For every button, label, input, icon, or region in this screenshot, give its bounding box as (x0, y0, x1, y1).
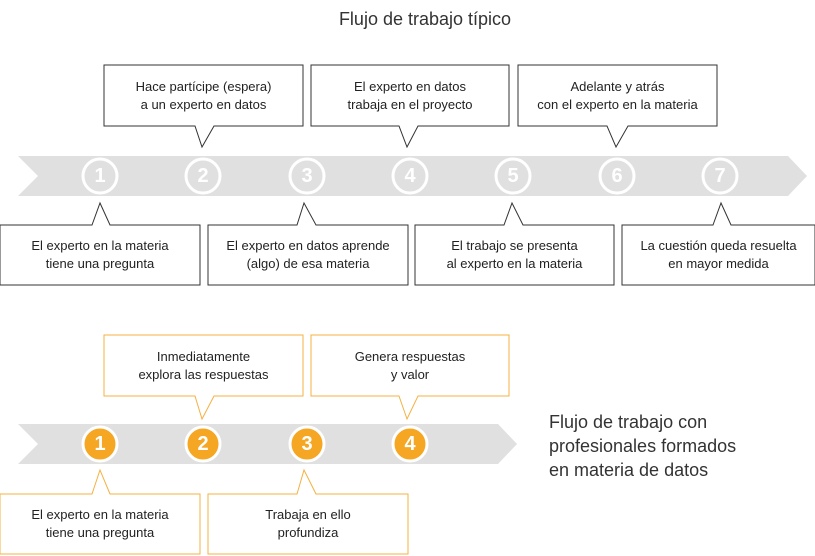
step-circle (184, 157, 222, 195)
callout-line: Genera respuestas (354, 348, 466, 364)
callout-line: El experto en la materia (31, 238, 169, 253)
callout-text: El experto en la materia tiene una pregu… (0, 226, 200, 284)
step-number: 7 (714, 164, 726, 187)
callout-box (517, 64, 718, 149)
callout-line: y valor (390, 366, 430, 382)
callout-line: con el experto en la materia (537, 96, 698, 112)
callout-box (621, 201, 815, 286)
callout-line: trabaja en el proyecto (347, 96, 473, 112)
bottom-title-line: en materia de datos (549, 460, 709, 480)
step-circle (288, 425, 326, 463)
callout-box (103, 64, 304, 149)
step-number: 3 (301, 164, 313, 187)
callout-text: El trabajo se presenta al experto en la … (415, 226, 614, 284)
callout-line: al experto en la materia (446, 256, 583, 271)
step-number: 2 (197, 164, 209, 187)
step-number: 6 (611, 164, 623, 187)
step-number: 4 (404, 432, 416, 455)
callout-line: El experto en datos (353, 78, 467, 94)
callout-line: (algo) de esa materia (246, 256, 370, 271)
callout-line: El experto en datos aprende (226, 238, 390, 253)
callout-line: en mayor medida (668, 256, 769, 271)
callout-text: Hace partícipe (espera) a un experto en … (104, 66, 303, 125)
callout-text: La cuestión queda resuelta en mayor medi… (622, 226, 815, 284)
callout-line: Inmediatamente (156, 348, 251, 364)
callout-line: La cuestión queda resuelta (640, 238, 797, 253)
callout-box (0, 468, 201, 555)
callout-text: Trabaja en ello profundiza (208, 495, 408, 553)
bottom-title-line: Flujo de trabajo con (549, 412, 708, 432)
callout-line: tiene una pregunta (45, 525, 155, 540)
callout-line: El trabajo se presenta (451, 238, 578, 253)
callout-line: explora las respuestas (138, 366, 269, 382)
callout-box (103, 334, 304, 421)
step-number: 3 (301, 432, 313, 455)
bottom-arrow-band (18, 424, 517, 464)
callout-line: Hace partícipe (espera) (135, 78, 272, 94)
step-circle (598, 157, 636, 195)
step-circle (184, 425, 222, 463)
callout-box (414, 201, 615, 286)
callout-box (207, 201, 409, 286)
step-number: 2 (197, 432, 209, 455)
callout-box (0, 201, 201, 286)
callout-text: El experto en datos aprende (algo) de es… (208, 226, 408, 284)
callout-text: El experto en la materia tiene una pregu… (0, 495, 200, 553)
callout-line: El experto en la materia (31, 507, 169, 522)
callout-line: profundiza (277, 525, 339, 540)
callout-box (310, 64, 510, 149)
callout-line: Adelante y atrás (570, 78, 665, 94)
step-circle (494, 157, 532, 195)
callout-text: El experto en datos trabaja en el proyec… (311, 66, 509, 125)
step-circle (701, 157, 739, 195)
callout-line: a un experto en datos (140, 96, 267, 112)
step-number: 1 (94, 164, 106, 187)
step-circle (81, 157, 119, 195)
step-circle (391, 157, 429, 195)
step-circle (288, 157, 326, 195)
bottom-title-line: profesionales formados (549, 436, 737, 456)
step-circle (391, 425, 429, 463)
step-number: 1 (94, 432, 106, 455)
top-title: Flujo de trabajo típico (338, 9, 512, 29)
callout-text: Inmediatamente explora las respuestas (104, 336, 303, 395)
step-number: 4 (404, 164, 416, 187)
callout-text: Adelante y atrás con el experto en la ma… (518, 66, 717, 125)
callout-box (310, 334, 510, 421)
callout-text: Genera respuestas y valor (311, 336, 509, 395)
step-circle (81, 425, 119, 463)
callout-line: tiene una pregunta (45, 256, 155, 271)
step-number: 5 (507, 164, 519, 187)
bottom-title: Flujo de trabajo con profesionales forma… (549, 410, 809, 482)
callout-box (207, 468, 409, 555)
callout-line: Trabaja en ello (265, 507, 351, 522)
